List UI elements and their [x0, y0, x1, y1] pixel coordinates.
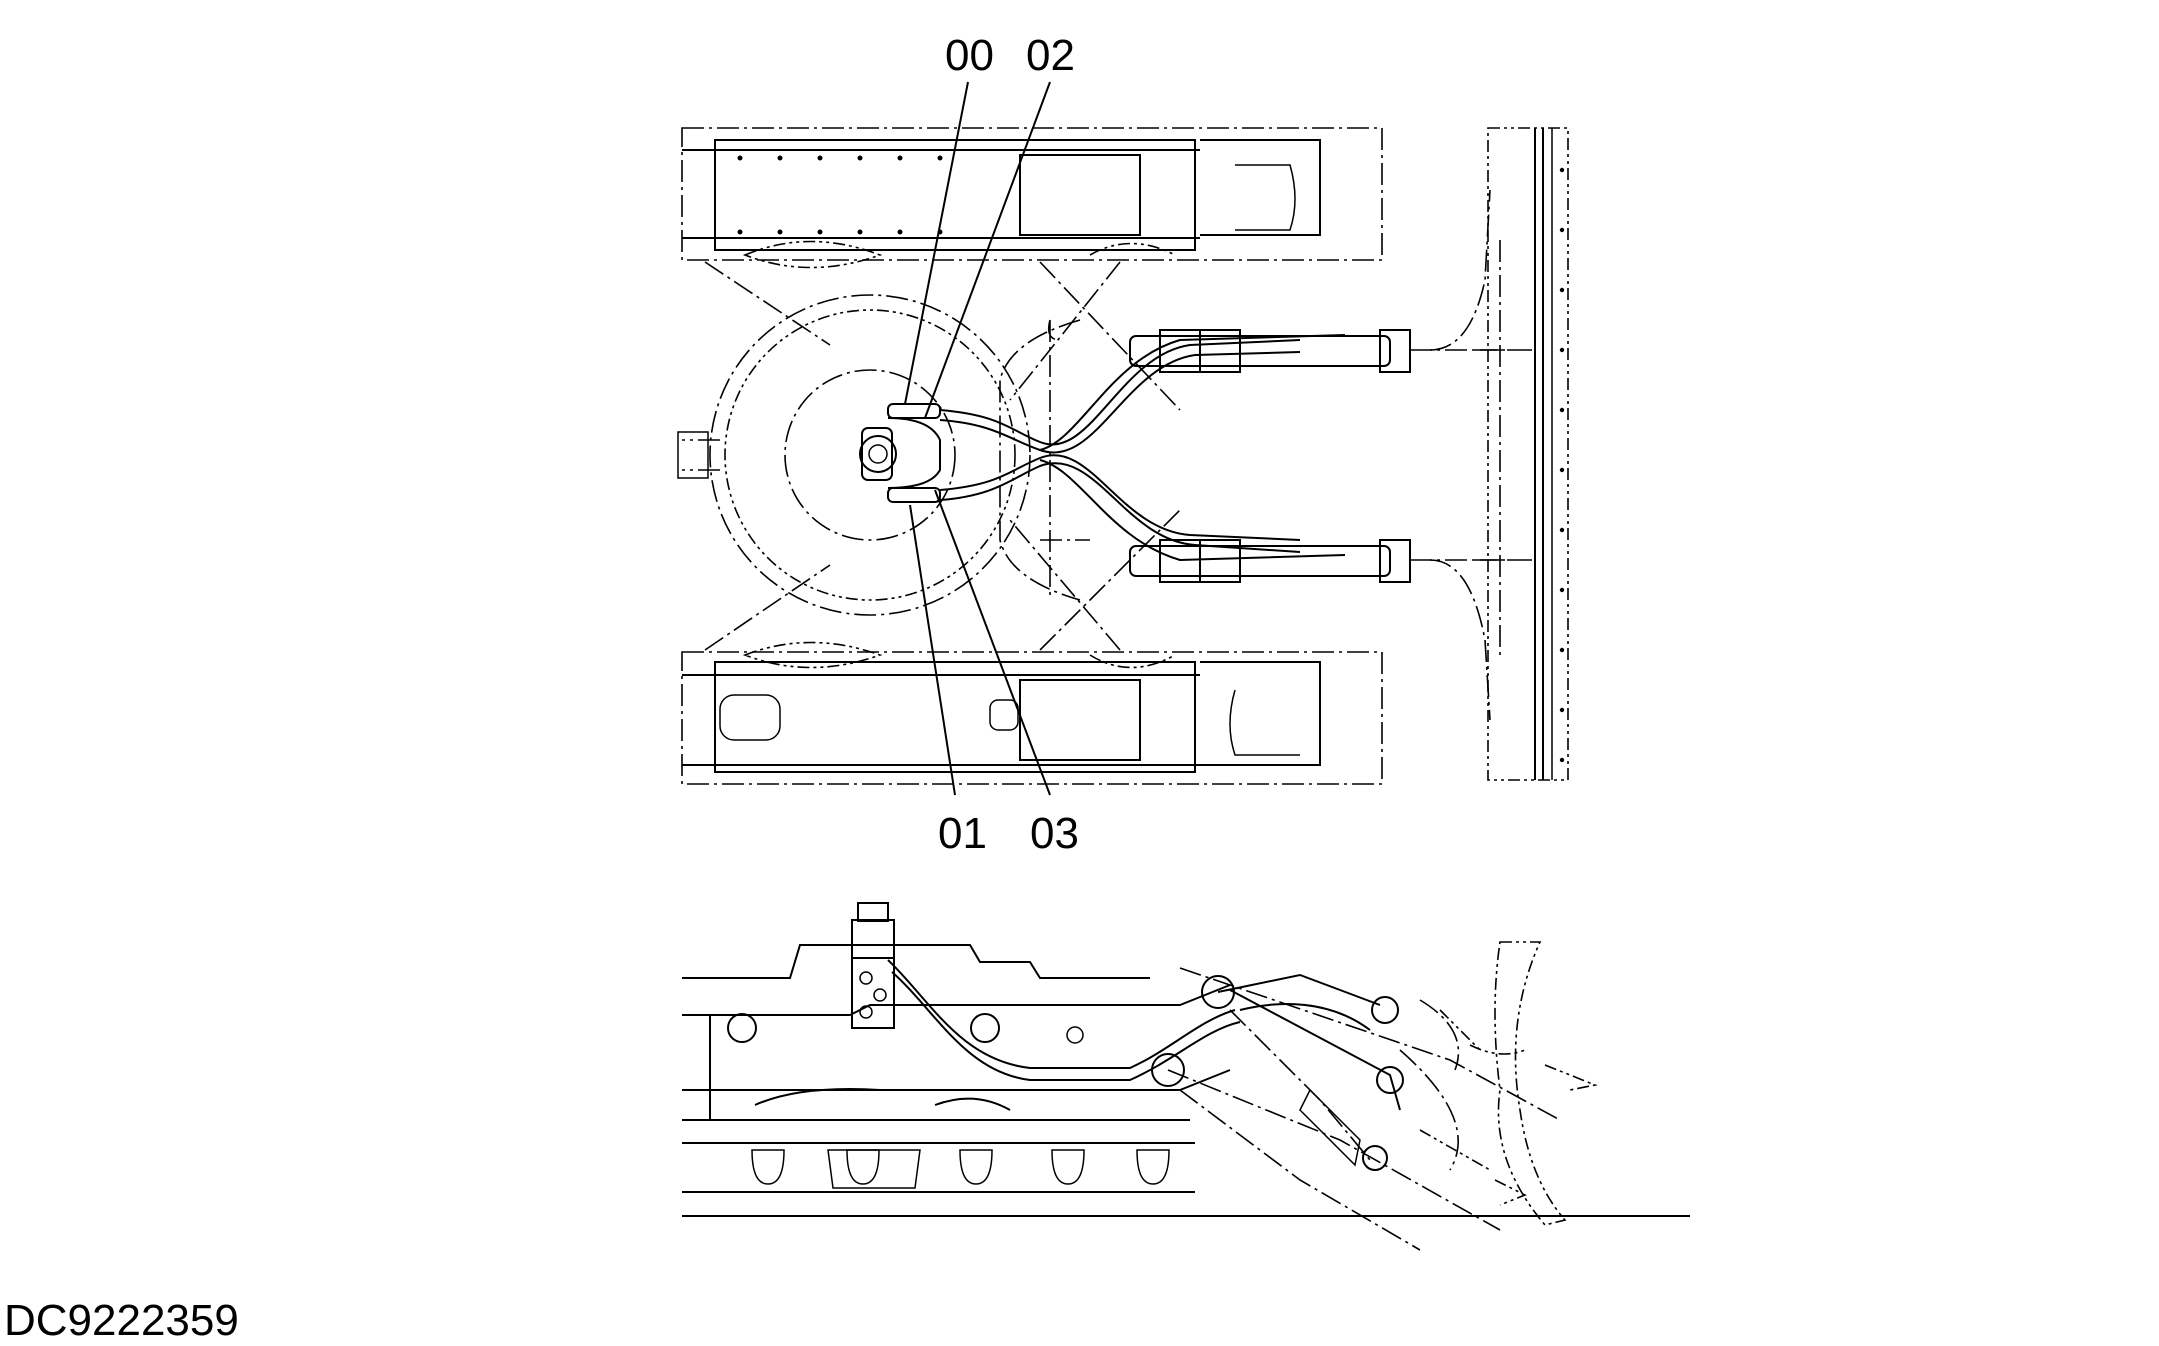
top-plan-view: 00 02 01 03	[677, 31, 1569, 858]
center-swivel-joint	[859, 403, 941, 503]
track-links	[751, 1149, 1170, 1189]
blade-hoses	[939, 334, 1346, 562]
callout-03: 03	[1030, 809, 1079, 858]
rail-bolts-top	[737, 155, 943, 235]
track-undercarriage	[682, 1142, 1690, 1217]
dozer-blade-side	[1151, 941, 1598, 1251]
blade-bolts	[1559, 167, 1565, 763]
side-elevation-view	[682, 902, 1690, 1251]
side-hoses	[887, 959, 1371, 1081]
callout-02: 02	[1026, 31, 1075, 80]
lower-frame-rail	[681, 641, 1383, 785]
callout-00: 00	[945, 31, 994, 80]
swing-bearing	[677, 294, 1031, 616]
cross-members	[704, 261, 1181, 651]
callout-01: 01	[938, 809, 987, 858]
swivel-joint-side	[851, 902, 895, 1029]
upper-frame-rail	[681, 127, 1383, 269]
dozer-blade-plan	[1475, 127, 1569, 781]
callout-leaders	[904, 81, 1051, 796]
blade-cylinders	[999, 189, 1510, 721]
document-id: DC9222359	[4, 1296, 239, 1345]
